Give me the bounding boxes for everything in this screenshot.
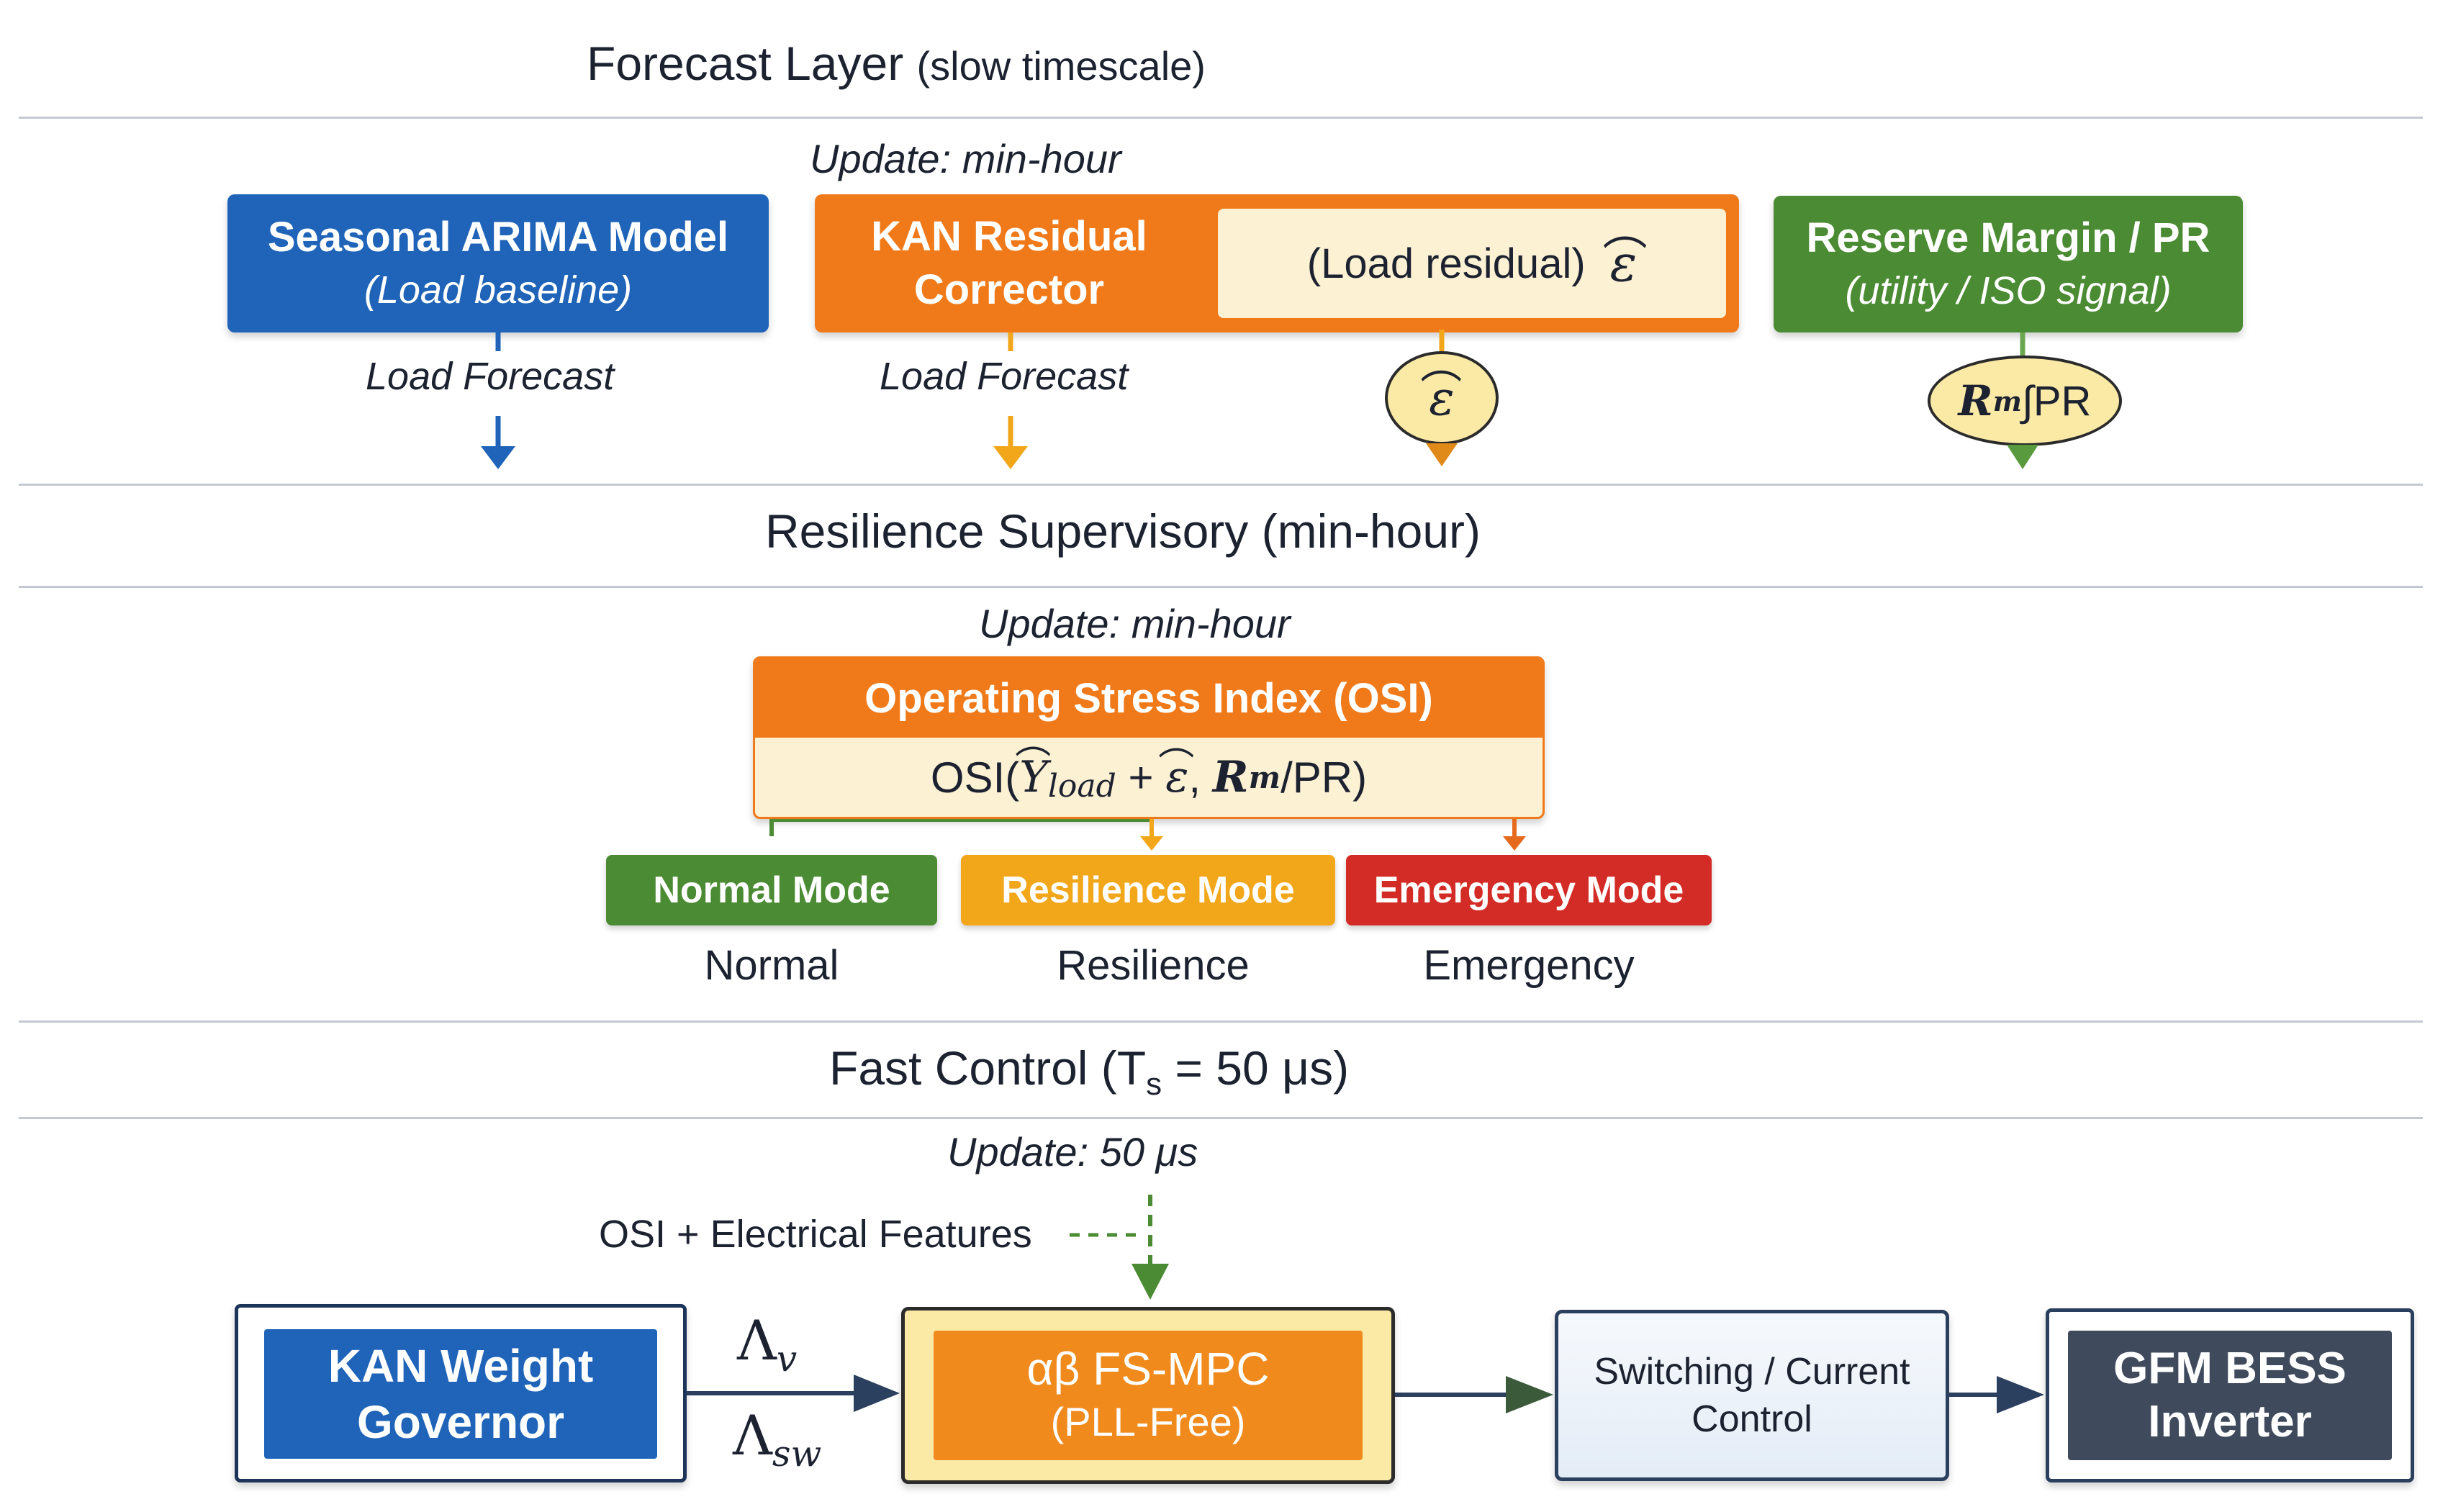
forecast-update-label: Update: min-hour: [810, 136, 1121, 181]
osi-formula-prefix: OSI(: [930, 753, 1020, 802]
kan-residual-title-line1: KAN Residual: [871, 213, 1147, 260]
osi-formula-load: load: [1047, 767, 1116, 805]
features-arrow-head: [1132, 1264, 1169, 1300]
switching-current-control-box: Switching / Current Control: [1555, 1310, 1949, 1481]
lambda-v-label: Λv: [737, 1308, 798, 1380]
seasonal-arima-title: Seasonal ARIMA Model: [267, 214, 729, 261]
rm-pr-m: m: [1992, 384, 2022, 417]
divider-3: [19, 586, 2423, 588]
kan-forecast-arrow-head: [993, 446, 1028, 469]
resilience-mode-box: Resilience Mode: [961, 855, 1335, 925]
normal-caption: Normal: [704, 942, 839, 989]
mpc-to-switching-arrow-head: [1506, 1376, 1553, 1413]
gfm-bess-inverter-box: GFM BESS Inverter: [2068, 1331, 2392, 1460]
kan-weight-governor-frame: KAN Weight Governor: [235, 1304, 687, 1482]
osi-box: Operating Stress Index (OSI) OSI( Y⌒ loa…: [753, 656, 1545, 819]
gfm-line1: GFM BESS: [2113, 1344, 2347, 1393]
forecast-layer-title-sub: (slow timescale): [916, 43, 1206, 89]
arima-forecast-arrow-head: [481, 446, 515, 469]
rm-pr-r: R: [1958, 376, 1993, 425]
divider-5: [19, 1117, 2423, 1119]
kan-governor-line1: KAN Weight: [328, 1340, 594, 1392]
divider-4: [19, 1020, 2423, 1023]
fast-control-title-suffix: = 50 μs): [1162, 1041, 1350, 1095]
kan-weight-governor-box: KAN Weight Governor: [264, 1329, 657, 1459]
epsilon-hat-symbol: ε ⌒: [1602, 232, 1648, 293]
kan-governor-line2: Governor: [356, 1396, 565, 1448]
osi-title: Operating Stress Index (OSI): [864, 674, 1433, 722]
gfm-line2: Inverter: [2148, 1397, 2312, 1447]
gfm-bess-inverter-frame: GFM BESS Inverter: [2046, 1308, 2414, 1482]
emergency-mode-box: Emergency Mode: [1346, 855, 1712, 925]
load-residual-text: (Load residual): [1306, 240, 1586, 287]
normal-mode-box: Normal Mode: [606, 855, 937, 925]
fs-mpc-frame: αβ FS-MPC (PLL-Free): [901, 1307, 1395, 1484]
load-forecast-label-2: Load Forecast: [880, 355, 1129, 398]
kan-residual-corrector-box: KAN Residual Corrector (Load residual) ε…: [815, 194, 1739, 332]
fast-control-title: Fast Control (Ts = 50 μs): [829, 1041, 1349, 1103]
features-label: OSI + Electrical Features: [599, 1213, 1032, 1256]
fast-control-title-sub: s: [1146, 1067, 1162, 1103]
switching-to-gfm-arrow-head: [1997, 1376, 2044, 1413]
reserve-margin-box: Reserve Margin / PR (utility / ISO signa…: [1774, 196, 2243, 332]
osi-emergency-arrow-head: [1503, 836, 1526, 851]
kan-residual-title-line2: Corrector: [913, 266, 1105, 313]
emergency-caption: Emergency: [1423, 942, 1635, 989]
osi-formula-plus: +: [1116, 753, 1166, 802]
osi-formula-m: m: [1248, 759, 1281, 795]
fast-control-title-prefix: Fast Control (T: [829, 1041, 1147, 1095]
osi-formula-eps: ε⌒: [1158, 746, 1195, 802]
forecast-layer-title: Forecast Layer (slow timescale): [587, 36, 1206, 91]
lambda-sw-label: Λsw: [733, 1403, 822, 1475]
seasonal-arima-subtitle: (Load baseline): [363, 268, 633, 312]
switching-line1: Switching / Current: [1594, 1351, 1910, 1393]
fs-mpc-line2: (PLL-Free): [1050, 1399, 1246, 1444]
rm-pr-rest: ∫PR: [2021, 377, 2092, 425]
switching-line2: Control: [1692, 1398, 1812, 1440]
supervisory-title: Resilience Supervisory (min-hour): [765, 504, 1481, 558]
reserve-margin-title: Reserve Margin / PR: [1806, 214, 2210, 261]
epsilon-hat-bubble: ε ⌒: [1385, 351, 1499, 445]
governor-to-mpc-arrow-head: [854, 1375, 900, 1412]
epsilon-arrow-head: [1426, 443, 1458, 466]
load-forecast-label-1: Load Forecast: [366, 355, 615, 398]
load-residual-inner-box: (Load residual) ε ⌒: [1218, 209, 1726, 318]
fs-mpc-box: αβ FS-MPC (PLL-Free): [934, 1331, 1363, 1460]
divider-2: [19, 484, 2423, 486]
forecast-layer-title-text: Forecast Layer: [587, 37, 904, 90]
reserve-margin-subtitle: (utility / ISO signal): [1845, 269, 2172, 312]
osi-formula-r: R: [1212, 752, 1249, 802]
rm-pr-arrow-head: [2007, 445, 2038, 469]
epsilon-hat-bubble-symbol: ε ⌒: [1420, 366, 1463, 426]
supervisory-update-label: Update: min-hour: [979, 601, 1291, 646]
osi-resilience-arrow-head: [1140, 836, 1163, 851]
resilience-caption: Resilience: [1057, 942, 1250, 989]
divider-1: [19, 117, 2423, 119]
osi-formula-y: Y⌒: [1015, 744, 1052, 802]
osi-formula-comma: ,: [1188, 753, 1213, 802]
fast-update-label: Update: 50 μs: [947, 1129, 1198, 1174]
osi-title-bar: Operating Stress Index (OSI): [755, 658, 1543, 738]
seasonal-arima-box: Seasonal ARIMA Model (Load baseline): [227, 194, 769, 332]
fs-mpc-line1: αβ FS-MPC: [1026, 1343, 1270, 1395]
osi-formula-suffix: /PR): [1281, 753, 1368, 802]
